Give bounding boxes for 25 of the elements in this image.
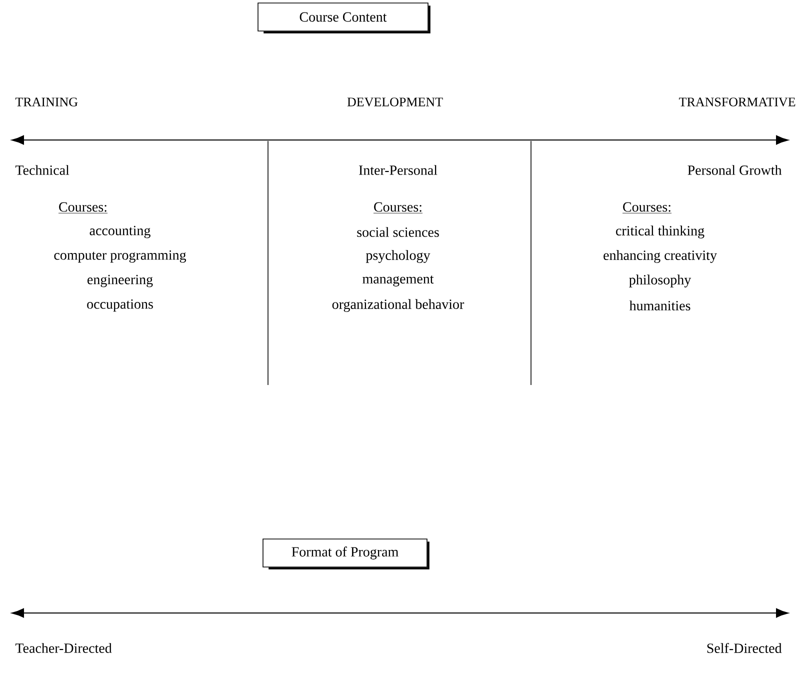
- list-heading: Courses:: [622, 202, 672, 214]
- course-name: computer programming: [54, 250, 186, 263]
- course-name: humanities: [629, 300, 690, 310]
- title-box: Format of Program: [262, 538, 430, 570]
- course-name: critical thinking: [616, 226, 704, 238]
- course-name: accounting: [90, 226, 150, 238]
- title-box: Course Content: [258, 2, 430, 34]
- course-name: philosophy: [629, 274, 692, 288]
- scale-label: Teacher-Directed: [15, 643, 112, 653]
- column-heading: Personal Growth: [688, 165, 782, 175]
- column-heading: Technical: [15, 165, 70, 175]
- list-heading: Courses:: [58, 202, 108, 214]
- scale-label: Self-Directed: [707, 643, 782, 653]
- course-name: social sciences: [357, 227, 439, 237]
- column-heading: Inter-Personal: [359, 165, 438, 175]
- course-name: engineering: [88, 274, 153, 288]
- course-name: enhancing creativity: [604, 250, 717, 263]
- list-heading: Courses:: [373, 202, 423, 214]
- course-name: occupations: [87, 299, 153, 312]
- scale-label: DEVELOPMENT: [347, 98, 443, 106]
- course-name: psychology: [366, 250, 430, 263]
- scale-label: TRAINING: [15, 98, 78, 106]
- course-name: organizational behavior: [332, 299, 464, 312]
- course-name: management: [362, 276, 434, 286]
- scale-label: TRANSFORMATIVE: [679, 98, 796, 106]
